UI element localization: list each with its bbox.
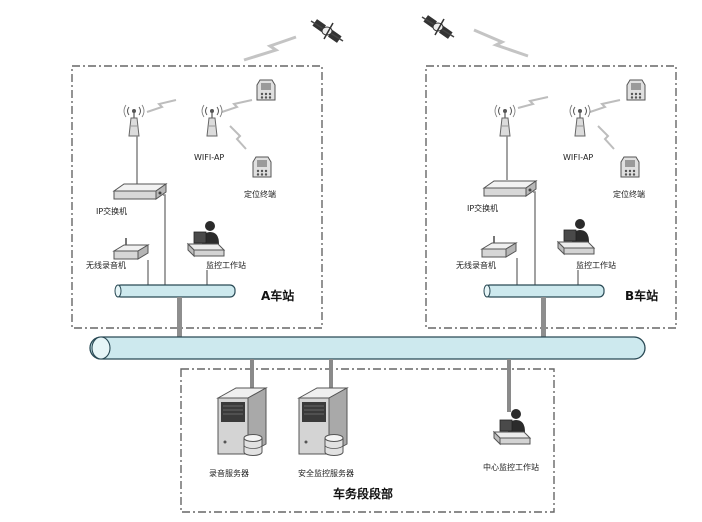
wifi-ap-icon <box>201 104 223 137</box>
server-icon <box>217 387 267 456</box>
center-station-label: 中心监控工作站 <box>483 462 539 472</box>
station-name: A车站 <box>261 288 294 303</box>
recording-server-label: 录音服务器 <box>209 468 249 478</box>
recorder-label: 无线录音机 <box>86 260 126 270</box>
station-name: B车站 <box>625 288 658 303</box>
locator-label: 定位终端 <box>244 189 276 199</box>
station-bus <box>483 284 605 298</box>
locator-icon <box>626 79 646 101</box>
backbone-bus <box>89 336 646 360</box>
headquarters: 录音服务器 安全监控服务器 中心监控工作站 车务段段部 <box>209 359 539 501</box>
recorder-icon <box>481 235 517 258</box>
wifi-ap-label: WIFI-AP <box>563 153 593 162</box>
antenna-icon <box>123 104 145 137</box>
server-icon <box>298 387 348 456</box>
station-b: WIFI-AP 定位终端 IP交换机 无线录音机 监控工作站 B车站 <box>456 79 658 303</box>
satellite-icon <box>310 18 344 44</box>
monitor-station-label: 监控工作站 <box>206 260 246 270</box>
wifi-ap-label: WIFI-AP <box>194 153 224 162</box>
station-a-group <box>71 65 323 329</box>
backbone-links <box>177 297 546 338</box>
ip-switch-icon <box>113 183 167 200</box>
antenna-icon <box>494 104 516 137</box>
recorder-label: 无线录音机 <box>456 260 496 270</box>
satellite-icon <box>421 14 455 40</box>
locator-icon <box>620 156 640 178</box>
locator-label: 定位终端 <box>613 189 645 199</box>
ip-switch-label: IP交换机 <box>467 203 498 213</box>
station-b-group <box>425 65 677 329</box>
headquarters-name: 车务段段部 <box>333 486 393 501</box>
security-server-label: 安全监控服务器 <box>298 468 354 478</box>
workstation-icon <box>187 220 225 257</box>
workstation-icon <box>493 408 531 445</box>
locator-icon <box>256 79 276 101</box>
wifi-ap-icon <box>569 104 591 137</box>
ip-switch-icon <box>483 180 537 197</box>
monitor-station-label: 监控工作站 <box>576 260 616 270</box>
recorder-icon <box>113 237 149 260</box>
station-a: WIFI-AP 定位终端 IP交换机 无线录音机 监控工作站 A车站 <box>86 79 294 303</box>
headquarters-group <box>180 368 555 513</box>
ip-switch-label: IP交换机 <box>96 206 127 216</box>
wireless-signal <box>243 28 529 62</box>
locator-icon <box>252 156 272 178</box>
station-bus <box>114 284 236 298</box>
workstation-icon <box>557 218 595 255</box>
